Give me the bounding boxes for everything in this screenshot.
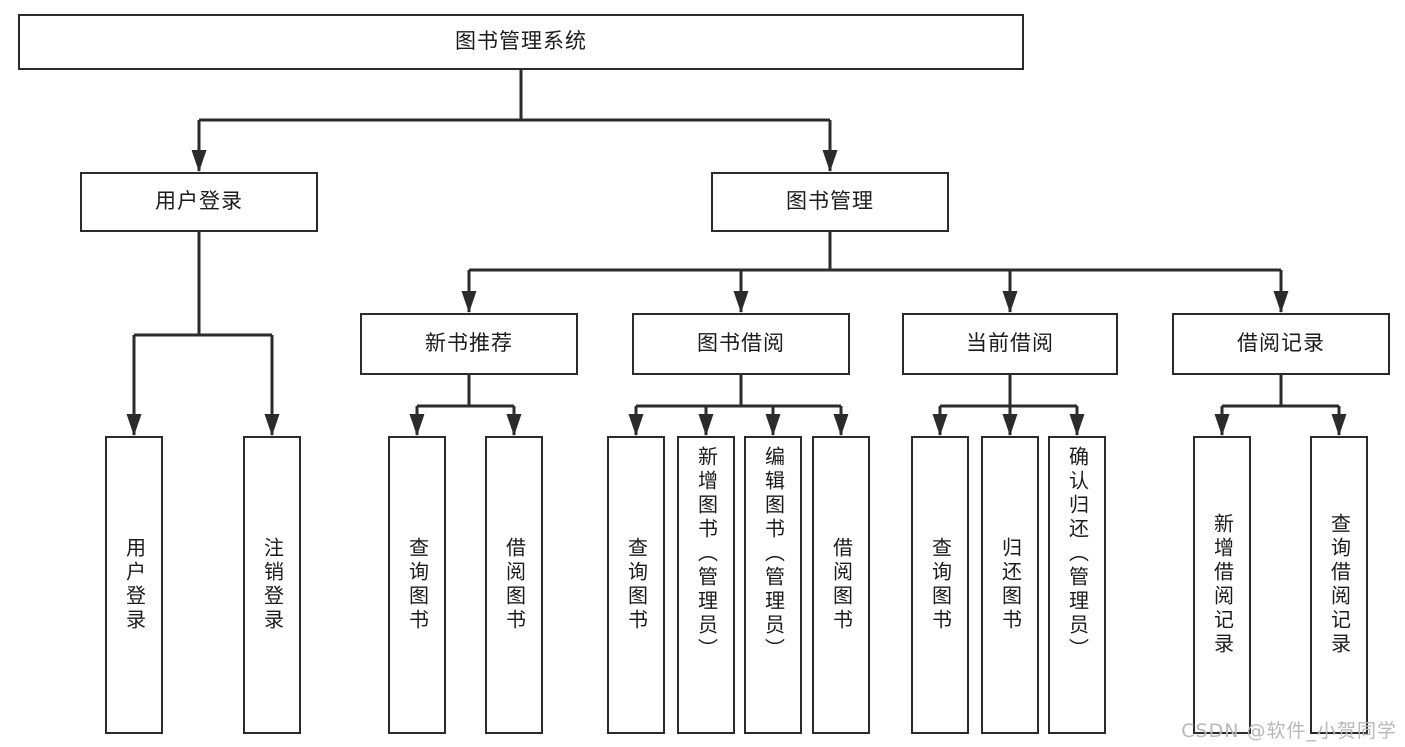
node-leaf-bb-query: 查询图书	[607, 436, 665, 734]
arrowhead-icon	[1214, 414, 1230, 436]
arrowhead-icon	[733, 291, 749, 313]
node-root: 图书管理系统	[18, 14, 1024, 70]
node-label: 新增借阅记录	[1210, 513, 1235, 657]
node-label: 新增图书（管理员）	[694, 446, 719, 662]
arrowhead-icon	[506, 414, 522, 436]
node-leaf-cb-query: 查询图书	[911, 436, 969, 734]
node-label: 借阅图书	[829, 537, 854, 633]
node-book-borrow: 图书借阅	[632, 313, 850, 375]
node-label: 借阅图书	[502, 537, 527, 633]
node-leaf-bb-edit: 编辑图书（管理员）	[744, 436, 802, 734]
node-leaf-logout: 注销登录	[243, 436, 301, 734]
node-label: 注销登录	[260, 537, 285, 633]
node-label: 借阅记录	[1237, 331, 1325, 356]
arrowhead-icon	[1002, 291, 1018, 313]
arrowhead-icon	[126, 414, 142, 436]
arrowhead-icon	[191, 150, 207, 172]
node-label: 图书管理系统	[455, 29, 587, 54]
node-book-admin: 图书管理	[711, 172, 949, 232]
arrowhead-icon	[765, 414, 781, 436]
node-borrow-record: 借阅记录	[1172, 313, 1390, 375]
node-leaf-user-login: 用户登录	[105, 436, 163, 734]
arrowhead-icon	[264, 414, 280, 436]
node-new-book-rec: 新书推荐	[360, 313, 578, 375]
arrowhead-icon	[833, 414, 849, 436]
node-user-login: 用户登录	[80, 172, 318, 232]
node-label: 用户登录	[122, 537, 147, 633]
node-leaf-rec-query: 查询图书	[388, 436, 446, 734]
node-current-borrow: 当前借阅	[902, 313, 1118, 375]
node-leaf-rec-borrow: 借阅图书	[485, 436, 543, 734]
node-label: 归还图书	[998, 537, 1023, 633]
node-leaf-bb-borrow: 借阅图书	[812, 436, 870, 734]
node-leaf-br-add: 新增借阅记录	[1193, 436, 1251, 734]
node-label: 图书借阅	[697, 331, 785, 356]
node-label: 新书推荐	[425, 331, 513, 356]
node-label: 用户登录	[155, 189, 243, 214]
node-label: 查询图书	[405, 537, 430, 633]
node-label: 确认归还（管理员）	[1065, 446, 1090, 662]
arrowhead-icon	[1331, 414, 1347, 436]
arrowhead-icon	[461, 291, 477, 313]
arrowhead-icon	[1273, 291, 1289, 313]
arrowhead-icon	[698, 414, 714, 436]
arrowhead-icon	[1002, 414, 1018, 436]
arrowhead-icon	[822, 150, 838, 172]
arrowhead-icon	[409, 414, 425, 436]
node-leaf-cb-return: 归还图书	[981, 436, 1039, 734]
node-label: 图书管理	[786, 189, 874, 214]
node-label: 当前借阅	[966, 331, 1054, 356]
arrowhead-icon	[932, 414, 948, 436]
node-label: 查询图书	[928, 537, 953, 633]
arrowhead-icon	[628, 414, 644, 436]
node-label: 编辑图书（管理员）	[761, 446, 786, 662]
arrowhead-icon	[1069, 414, 1085, 436]
node-leaf-bb-add: 新增图书（管理员）	[677, 436, 735, 734]
node-label: 查询图书	[624, 537, 649, 633]
node-leaf-br-query: 查询借阅记录	[1310, 436, 1368, 734]
node-leaf-cb-confirm: 确认归还（管理员）	[1048, 436, 1106, 734]
node-label: 查询借阅记录	[1327, 513, 1352, 657]
